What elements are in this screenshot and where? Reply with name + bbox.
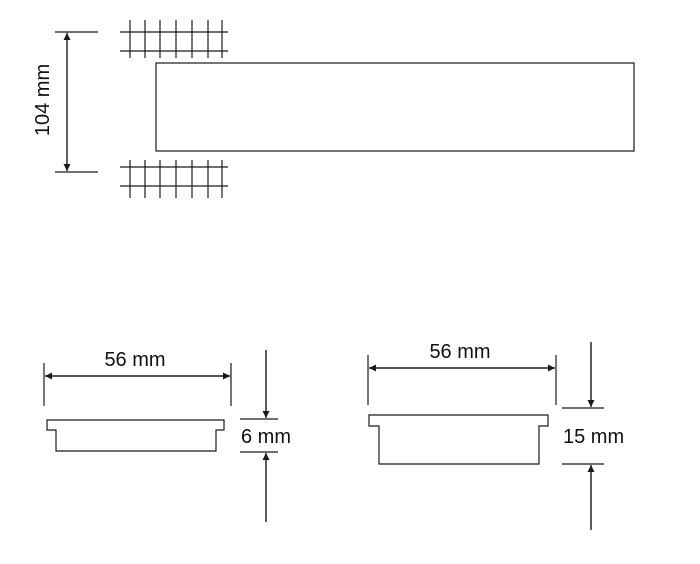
profile-thick-width-label: 56 mm <box>429 341 490 363</box>
profile-thin <box>43 350 278 522</box>
top-view <box>55 20 635 198</box>
profile-thick-body <box>368 414 549 465</box>
top-view-body <box>155 62 635 152</box>
upper-grate <box>120 20 228 58</box>
profile-thick <box>367 342 604 530</box>
profile-thin-width-label: 56 mm <box>104 349 165 371</box>
profile-thick-height-label: 15 mm <box>563 426 624 448</box>
profile-thin-height-label: 6 mm <box>241 426 291 448</box>
lower-grate <box>120 160 228 198</box>
profile-thin-body <box>46 419 225 452</box>
top-view-height-label: 104 mm <box>32 64 54 136</box>
